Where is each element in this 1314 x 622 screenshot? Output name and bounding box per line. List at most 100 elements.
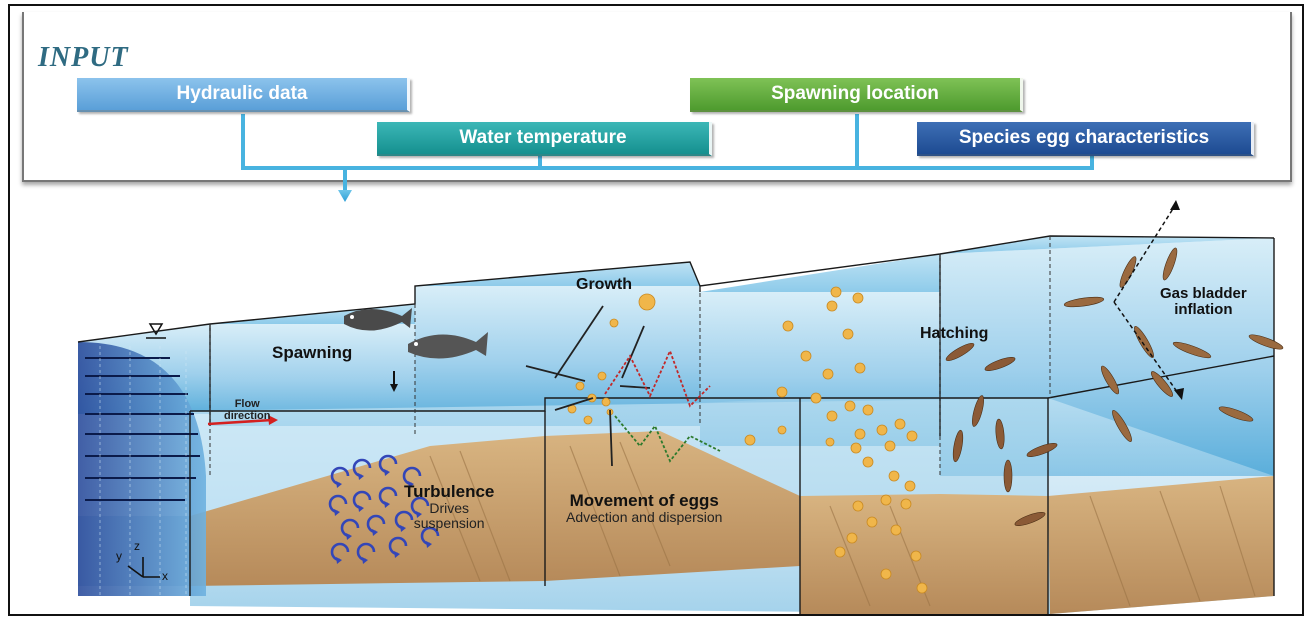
swirl-arrow-icon [328,494,348,514]
input-title: INPUT [38,42,129,73]
gas-bladder-arrows [1113,203,1181,397]
egg [862,456,874,468]
egg [880,494,892,506]
species-egg-characteristics-box: Species egg characteristics [917,122,1254,156]
swirl-arrowhead [334,509,340,516]
egg [862,404,874,416]
hydraulic-data-box: Hydraulic data [77,78,410,112]
swirl-arrow-icon [378,454,398,474]
swirl-arrow-icon [388,536,408,556]
swirl-arrow-icon [366,514,386,534]
swirl-arrow-icon [352,458,372,478]
swirl-arrow-icon [394,510,414,530]
egg [842,328,854,340]
egg [884,440,896,452]
egg [900,498,912,510]
egg [834,546,846,558]
swirl-arrow-icon [356,542,376,562]
egg [800,350,812,362]
egg [846,532,858,544]
water-temperature-box: Water temperature [377,122,712,156]
turbulence-sub-line1: Drives [429,499,470,516]
axis-z-label: z [134,539,140,553]
egg [876,424,888,436]
egg [822,368,834,380]
river-drift-diagram [77,114,1284,614]
egg [826,300,838,312]
egg [583,415,593,425]
swirl-arrowhead [346,533,352,540]
swirl-arrowhead [384,501,390,508]
gas-bladder-label: Gas bladder inflation [1160,286,1247,318]
hatching-label: Hatching [920,325,989,342]
spawning-label: Spawning [272,343,353,362]
egg [782,320,794,332]
egg [890,524,902,536]
swirl-arrowhead [362,557,368,564]
upstream-cross-section [78,342,206,596]
eggs [567,286,928,594]
gas-label-line2: inflation [1174,300,1233,318]
input-connectors [241,114,1094,192]
swirl-arrowhead [416,511,422,518]
egg [597,371,607,381]
swirl-arrow-icon [352,490,372,510]
egg [744,434,756,446]
triangle-down-icon [148,323,164,336]
flow-label-line2: direction [224,409,271,422]
gas-label-line1: Gas bladder [1160,285,1247,302]
egg [854,362,866,374]
sediment-bed [78,431,1274,614]
swirl-arrow-icon [378,486,398,506]
egg [638,293,656,311]
flow-direction-label: Flow direction [224,398,271,422]
egg [575,381,585,391]
egg [894,418,906,430]
egg [852,500,864,512]
swirl-arrowhead [372,529,378,536]
egg [850,442,862,454]
egg [904,480,916,492]
fish-icon [344,308,488,359]
flow-direction-arrow [207,415,278,426]
swirl-arrowhead [358,505,364,512]
gas-bladder-larvae [1063,247,1284,443]
swirl-arrowhead [336,557,342,564]
egg [776,386,788,398]
egg [852,292,864,304]
hatching-larvae [945,342,1058,526]
egg-motion-vectors [525,305,721,467]
axis-x-label: x [162,569,168,583]
swirl-arrowhead [336,481,342,488]
growth-label: Growth [576,276,632,293]
swirl-arrowhead [408,481,414,488]
swirl-arrowhead [426,541,432,548]
egg [866,516,878,528]
figure-frame: INPUT Hydraulic data Water temperature S… [8,4,1304,616]
egg [916,582,928,594]
swirl-arrowhead [384,469,390,476]
egg [810,392,822,404]
egg [825,437,835,447]
input-down-arrow [338,190,352,202]
swirl-arrow-icon [420,526,440,546]
egg [777,425,787,435]
egg [906,430,918,442]
movement-label: Movement of eggs [569,491,719,510]
egg [830,286,842,298]
swirl-arrow-icon [402,466,422,486]
egg [826,410,838,422]
swirl-arrow-icon [340,518,360,538]
turbulence-swirls [328,454,440,564]
egg [854,428,866,440]
egg [880,568,892,580]
egg [609,318,619,328]
egg [910,550,922,562]
movement-sub-label: Advection and dispersion [566,508,723,525]
axis-y-label: y [116,549,122,563]
spawning-location-box: Spawning location [690,78,1023,112]
swirl-arrowhead [358,473,364,480]
movement-label-group: Movement of eggs Advection and dispersio… [566,492,722,525]
egg [888,470,900,482]
swirl-arrow-icon [330,542,350,562]
